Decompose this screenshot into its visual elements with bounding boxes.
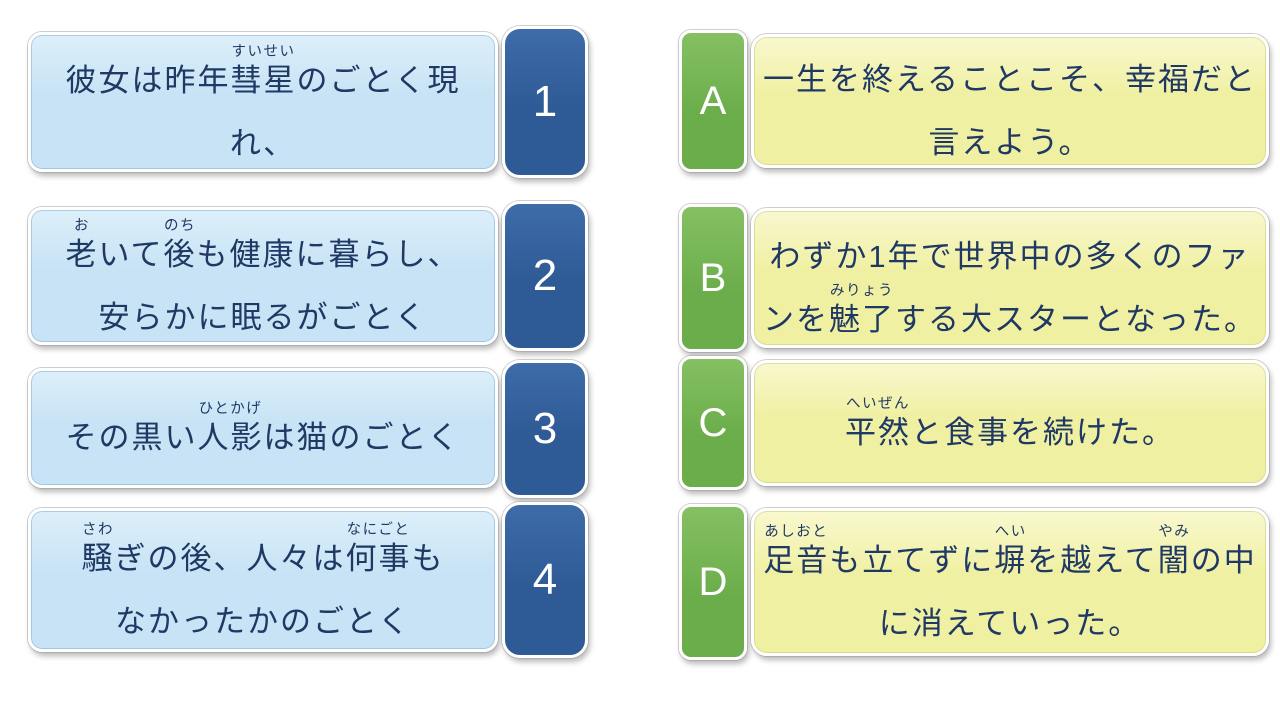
ruby-base: お老 — [65, 217, 99, 272]
text-line: なかったかのごとく — [115, 584, 411, 640]
text-segment: は猫のごとく — [263, 420, 461, 456]
question-text-4: さわ騒ぎの後、人々はなにごと何事もなかったかのごとく — [31, 511, 495, 649]
text-segment: わずか1年で世界中の多くのファ — [769, 238, 1251, 274]
furigana-text: みりょう — [829, 282, 894, 299]
question-text-3: その黒いひとかげ人影は猫のごとく — [31, 371, 495, 485]
question-number-label-2: 2 — [532, 251, 558, 300]
furigana-text: やみ — [1158, 523, 1191, 540]
question-number-label-3: 3 — [532, 404, 558, 453]
text-segment: いて — [98, 236, 164, 272]
text-segment: の中 — [1190, 542, 1257, 578]
answer-text-d: あしおと足音も立てずにへい塀を越えてやみ闇の中に消えていった。 — [754, 511, 1266, 653]
answer-letter-label-b: B — [699, 256, 727, 300]
text-line: あしおと足音も立てずにへい塀を越えてやみ闇の中 — [763, 523, 1256, 579]
answer-box-c[interactable]: へいぜん平然と食事を続けた。 — [751, 360, 1269, 486]
text-segment: も立てずに — [829, 542, 995, 578]
text-line: 一生を終えることこそ、幸福だと — [763, 42, 1257, 98]
text-line: さわ騒ぎの後、人々はなにごと何事も — [82, 521, 445, 577]
text-segment: のごとく現 — [296, 62, 461, 98]
text-segment: 安らかに眠るがごとく — [98, 299, 428, 335]
question-box-1[interactable]: 彼女は昨年すいせい彗星のごとく現れ、 — [28, 32, 498, 172]
text-segment: も健康に暮らし、 — [196, 236, 461, 272]
furigana-text: お — [73, 217, 90, 234]
question-number-label-4: 4 — [532, 555, 558, 604]
ruby-base: のち後 — [163, 217, 197, 272]
question-number-tab-1[interactable]: 1 — [502, 26, 588, 178]
text-segment: する大スターとなった。 — [894, 301, 1258, 337]
answer-letter-tab-b[interactable]: B — [679, 204, 747, 352]
ruby-base: なにごと何事 — [345, 521, 412, 576]
ruby-base: へい塀 — [994, 523, 1028, 578]
question-number-tab-4[interactable]: 4 — [502, 502, 588, 658]
answer-letter-tab-a[interactable]: A — [679, 30, 747, 172]
text-segment: 彼女は昨年 — [65, 62, 231, 98]
furigana-text: へい — [994, 523, 1027, 540]
text-segment: なかったかのごとく — [114, 603, 412, 639]
text-line: その黒いひとかげ人影は猫のごとく — [65, 400, 460, 456]
text-line: 彼女は昨年すいせい彗星のごとく現 — [65, 43, 460, 99]
answer-letter-tab-d[interactable]: D — [679, 504, 747, 660]
ruby-base: すいせい彗星 — [230, 43, 297, 98]
text-segment: その黒い — [65, 420, 198, 456]
text-segment: 言えよう。 — [928, 124, 1092, 160]
answer-text-b: わずか1年で世界中の多くのファンをみりょう魅了する大スターとなった。 — [754, 211, 1266, 345]
answer-letter-tab-c[interactable]: C — [679, 356, 747, 490]
furigana-text: さわ — [82, 521, 114, 538]
furigana-text: へいぜん — [846, 396, 910, 413]
answer-box-b[interactable]: わずか1年で世界中の多くのファンをみりょう魅了する大スターとなった。 — [751, 208, 1269, 348]
text-segment: も — [411, 540, 445, 576]
question-number-tab-3[interactable]: 3 — [502, 360, 588, 498]
text-line: 言えよう。 — [928, 105, 1091, 161]
question-box-4[interactable]: さわ騒ぎの後、人々はなにごと何事もなかったかのごとく — [28, 508, 498, 652]
text-line: 安らかに眠るがごとく — [98, 280, 427, 336]
answer-letter-label-d: D — [698, 560, 728, 604]
question-text-1: 彼女は昨年すいせい彗星のごとく現れ、 — [31, 35, 495, 169]
text-segment: ぎの後、人々は — [114, 540, 346, 576]
question-box-2[interactable]: お老いてのち後も健康に暮らし、安らかに眠るがごとく — [28, 207, 498, 345]
answer-text-a: 一生を終えることこそ、幸福だと言えよう。 — [754, 37, 1266, 165]
text-line: ンをみりょう魅了する大スターとなった。 — [763, 282, 1257, 338]
ruby-base: みりょう魅了 — [828, 282, 895, 337]
question-box-3[interactable]: その黒いひとかげ人影は猫のごとく — [28, 368, 498, 488]
furigana-text: あしおと — [764, 523, 829, 540]
question-number-tab-2[interactable]: 2 — [502, 201, 588, 351]
answer-box-d[interactable]: あしおと足音も立てずにへい塀を越えてやみ闇の中に消えていった。 — [751, 508, 1269, 656]
text-segment: ンを — [762, 301, 829, 337]
ruby-base: やみ闇 — [1157, 523, 1191, 578]
text-line: へいぜん平然と食事を続けた。 — [845, 395, 1175, 451]
ruby-base: へいぜん平然 — [845, 396, 911, 451]
ruby-base: さわ騒 — [81, 521, 115, 576]
ruby-base: ひとかげ人影 — [197, 401, 264, 456]
text-line: に消えていった。 — [879, 586, 1141, 642]
text-line: わずか1年で世界中の多くのファ — [769, 219, 1250, 275]
answer-text-c: へいぜん平然と食事を続けた。 — [754, 363, 1266, 483]
furigana-text: のち — [164, 217, 197, 234]
text-segment: と食事を続けた。 — [911, 415, 1175, 451]
furigana-text: ひとかげ — [198, 401, 263, 418]
text-segment: 一生を終えることこそ、幸福だと — [762, 61, 1258, 97]
furigana-text: すいせい — [231, 43, 296, 60]
text-line: れ、 — [230, 106, 296, 162]
answer-letter-label-a: A — [699, 79, 727, 123]
question-text-2: お老いてのち後も健康に暮らし、安らかに眠るがごとく — [31, 210, 495, 342]
text-line: お老いてのち後も健康に暮らし、 — [65, 217, 460, 273]
text-segment: に消えていった。 — [878, 605, 1142, 641]
furigana-text: なにごと — [346, 521, 411, 538]
text-segment: れ、 — [229, 125, 297, 161]
text-segment: を越えて — [1027, 542, 1158, 578]
answer-letter-label-c: C — [698, 401, 728, 445]
ruby-base: あしおと足音 — [763, 523, 830, 578]
question-number-label-1: 1 — [532, 77, 558, 126]
answer-box-a[interactable]: 一生を終えることこそ、幸福だと言えよう。 — [751, 34, 1269, 168]
